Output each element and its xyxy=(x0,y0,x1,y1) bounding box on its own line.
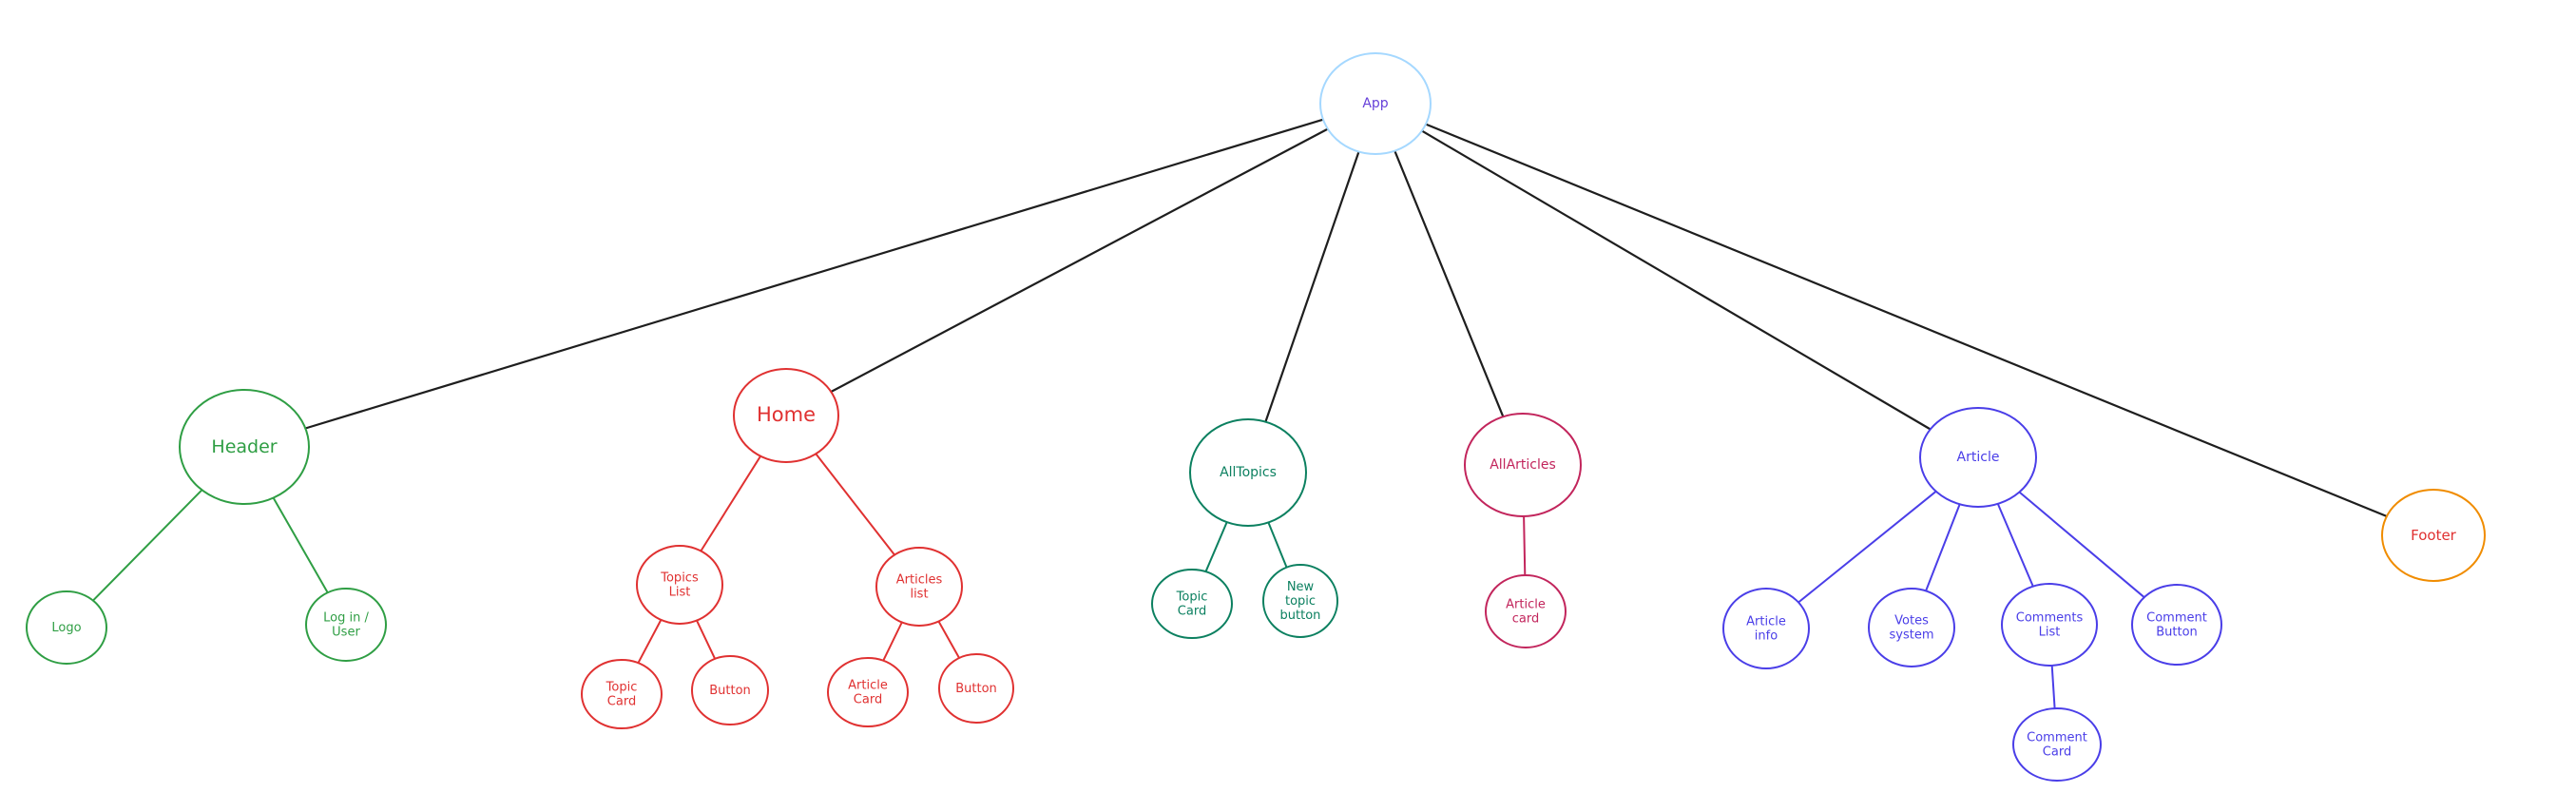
edge-article-to-comment-button xyxy=(2018,491,2145,599)
edge-app-to-article xyxy=(1420,129,1932,431)
node-button-topics-ellipse xyxy=(691,655,769,725)
node-button-topics: Button xyxy=(691,655,769,725)
node-home-label: Home xyxy=(757,403,816,426)
edge-article-to-comments-list xyxy=(1996,502,2034,588)
node-header: Header xyxy=(179,389,310,505)
edge-article-to-votes-system xyxy=(1925,503,1961,592)
edge-app-to-alltopics xyxy=(1264,150,1360,423)
edge-app-to-home xyxy=(830,127,1329,394)
edge-header-to-login xyxy=(272,496,329,594)
node-app-label: App xyxy=(1362,96,1388,111)
node-home-ellipse xyxy=(733,368,839,463)
edge-articles-list-to-article-card-home xyxy=(882,621,903,662)
edge-home-to-topics-list xyxy=(700,455,762,552)
node-allarticles-ellipse xyxy=(1464,413,1582,517)
node-header-label: Header xyxy=(211,436,277,457)
node-alltopics: AllTopics xyxy=(1189,418,1307,527)
node-alltopics-ellipse xyxy=(1189,418,1307,527)
node-comments-list-ellipse xyxy=(2001,583,2098,667)
edges-layer xyxy=(91,118,2388,710)
edge-allarticles-to-article-card xyxy=(1523,515,1527,576)
node-article-label: Article xyxy=(1957,450,2000,465)
node-logo-ellipse xyxy=(26,590,107,665)
node-login-ellipse xyxy=(305,588,387,662)
node-footer-ellipse xyxy=(2381,489,2486,582)
node-app: App xyxy=(1319,52,1432,155)
node-article-card-home-ellipse xyxy=(827,657,909,727)
node-footer-label: Footer xyxy=(2411,527,2457,544)
node-button-articles-label: Button xyxy=(955,682,997,696)
node-comment-button-ellipse xyxy=(2131,584,2222,666)
node-article-info-ellipse xyxy=(1722,588,1810,669)
node-logo: Logo xyxy=(26,590,107,665)
edge-articles-list-to-button-articles xyxy=(937,620,961,659)
node-header-ellipse xyxy=(179,389,310,505)
edge-topics-list-to-button-topics xyxy=(696,619,717,660)
edge-home-to-articles-list xyxy=(815,453,895,556)
node-allarticles: AllArticles xyxy=(1464,413,1582,517)
edge-app-to-header xyxy=(304,118,1325,430)
node-topic-card-home-ellipse xyxy=(581,659,663,729)
node-app-ellipse xyxy=(1319,52,1432,155)
node-new-topic-button-ellipse xyxy=(1262,564,1338,638)
edge-comments-list-to-comment-card xyxy=(2050,664,2056,710)
node-topics-list-ellipse xyxy=(636,545,723,625)
node-alltopics-label: AllTopics xyxy=(1220,465,1277,480)
node-allarticles-label: AllArticles xyxy=(1490,457,1556,473)
node-votes-system-ellipse xyxy=(1868,588,1955,667)
node-article-card-ellipse xyxy=(1485,574,1567,648)
node-login: Log in /User xyxy=(305,588,387,662)
edge-topics-list-to-topic-card-home xyxy=(637,618,663,665)
node-articles-list-ellipse xyxy=(875,547,963,627)
edge-app-to-allarticles xyxy=(1394,149,1505,418)
edge-article-to-article-info xyxy=(1797,490,1937,604)
edge-app-to-footer xyxy=(1424,123,2388,518)
node-logo-label: Logo xyxy=(51,621,81,635)
node-article-ellipse xyxy=(1919,407,2037,508)
node-footer: Footer xyxy=(2381,489,2486,582)
node-home: Home xyxy=(733,368,839,463)
edge-alltopics-to-topic-card xyxy=(1204,521,1228,573)
node-button-articles-ellipse xyxy=(938,653,1014,724)
edge-header-to-logo xyxy=(91,489,203,602)
node-topic-card-ellipse xyxy=(1151,569,1233,639)
edge-alltopics-to-new-topic-button xyxy=(1267,521,1288,569)
node-comment-card-ellipse xyxy=(2012,707,2102,782)
node-button-topics-label: Button xyxy=(709,684,751,698)
node-article: Article xyxy=(1919,407,2037,508)
node-button-articles: Button xyxy=(938,653,1014,724)
node-login-label: Log in /User xyxy=(323,610,369,639)
